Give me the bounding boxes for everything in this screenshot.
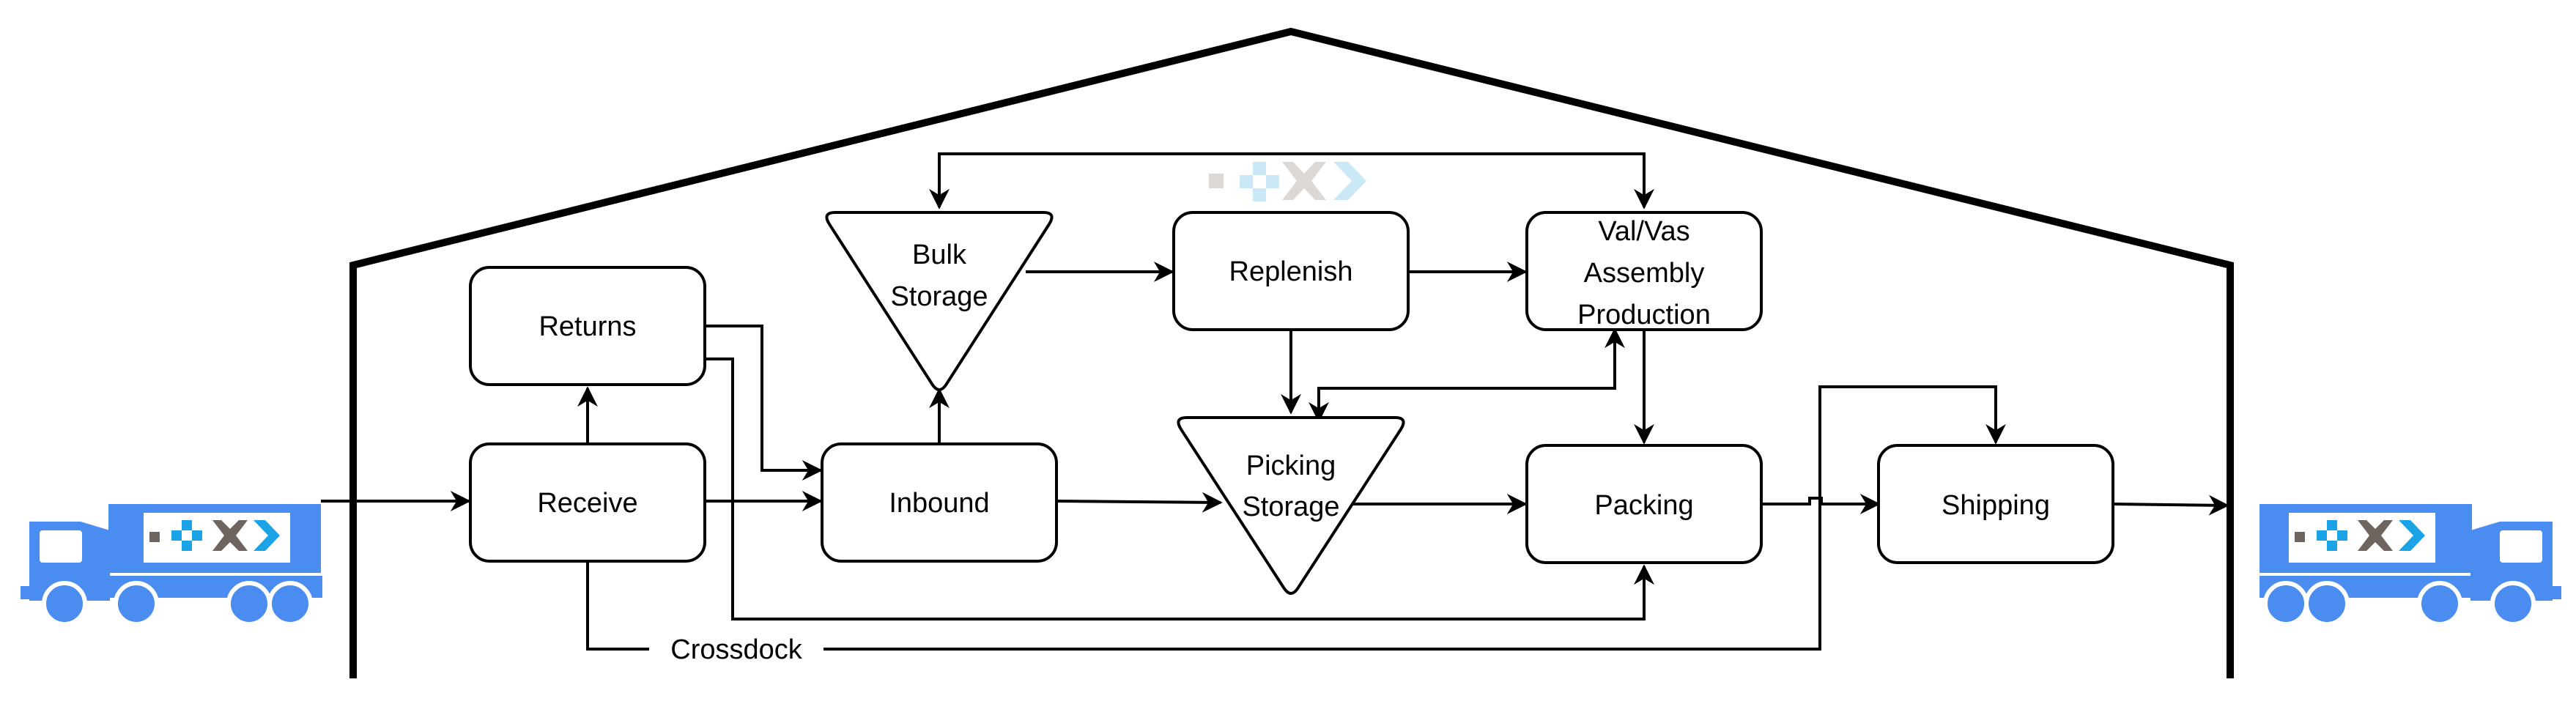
shipping-label: Shipping [1942, 490, 2050, 521]
edges [321, 152, 2229, 651]
node-val-vas[interactable]: Val/Vas Assembly Production [1525, 211, 1763, 331]
right-truck-icon [2259, 504, 2561, 626]
edge-inbound-picking [1057, 492, 1223, 513]
truck-logo-icon [149, 520, 280, 551]
edge-picking-valvas [1317, 327, 1625, 419]
edge-packing-shipping [1761, 494, 1881, 514]
node-replenish[interactable]: Replenish [1172, 211, 1410, 331]
node-picking-storage[interactable]: Picking Storage [1177, 416, 1405, 595]
left-truck-icon [21, 504, 322, 626]
picking-storage-line-2: Storage [1242, 492, 1339, 522]
edge-returns-packing [705, 358, 1654, 620]
val-vas-line-1: Val/Vas [1598, 216, 1689, 247]
bulk-storage-line-2: Storage [890, 281, 988, 312]
edge-returns-inbound [705, 325, 823, 481]
returns-label: Returns [538, 311, 636, 342]
packing-label: Packing [1594, 490, 1693, 521]
logo-watermark-icon [1209, 162, 1366, 201]
replenish-label: Replenish [1229, 256, 1353, 287]
picking-storage-line-1: Picking [1246, 451, 1336, 481]
node-bulk-storage[interactable]: Bulk Storage [825, 211, 1054, 391]
node-receive[interactable]: Receive [469, 442, 706, 563]
edge-shipping-truck [2112, 494, 2229, 516]
node-inbound[interactable]: Inbound [821, 442, 1058, 563]
inbound-label: Inbound [889, 488, 989, 519]
node-shipping[interactable]: Shipping [1877, 444, 2114, 564]
bulk-storage-line-1: Bulk [912, 240, 967, 270]
receive-label: Receive [537, 488, 637, 519]
val-vas-line-3: Production [1577, 300, 1711, 330]
truck-logo-icon [2295, 520, 2425, 551]
crossdock-label: Crossdock [670, 634, 802, 665]
edge-crossdock [586, 385, 1996, 651]
val-vas-line-2: Assembly [1584, 258, 1705, 289]
node-returns[interactable]: Returns [469, 266, 706, 386]
warehouse-outline [349, 27, 2234, 678]
node-packing[interactable]: Packing [1525, 444, 1763, 564]
